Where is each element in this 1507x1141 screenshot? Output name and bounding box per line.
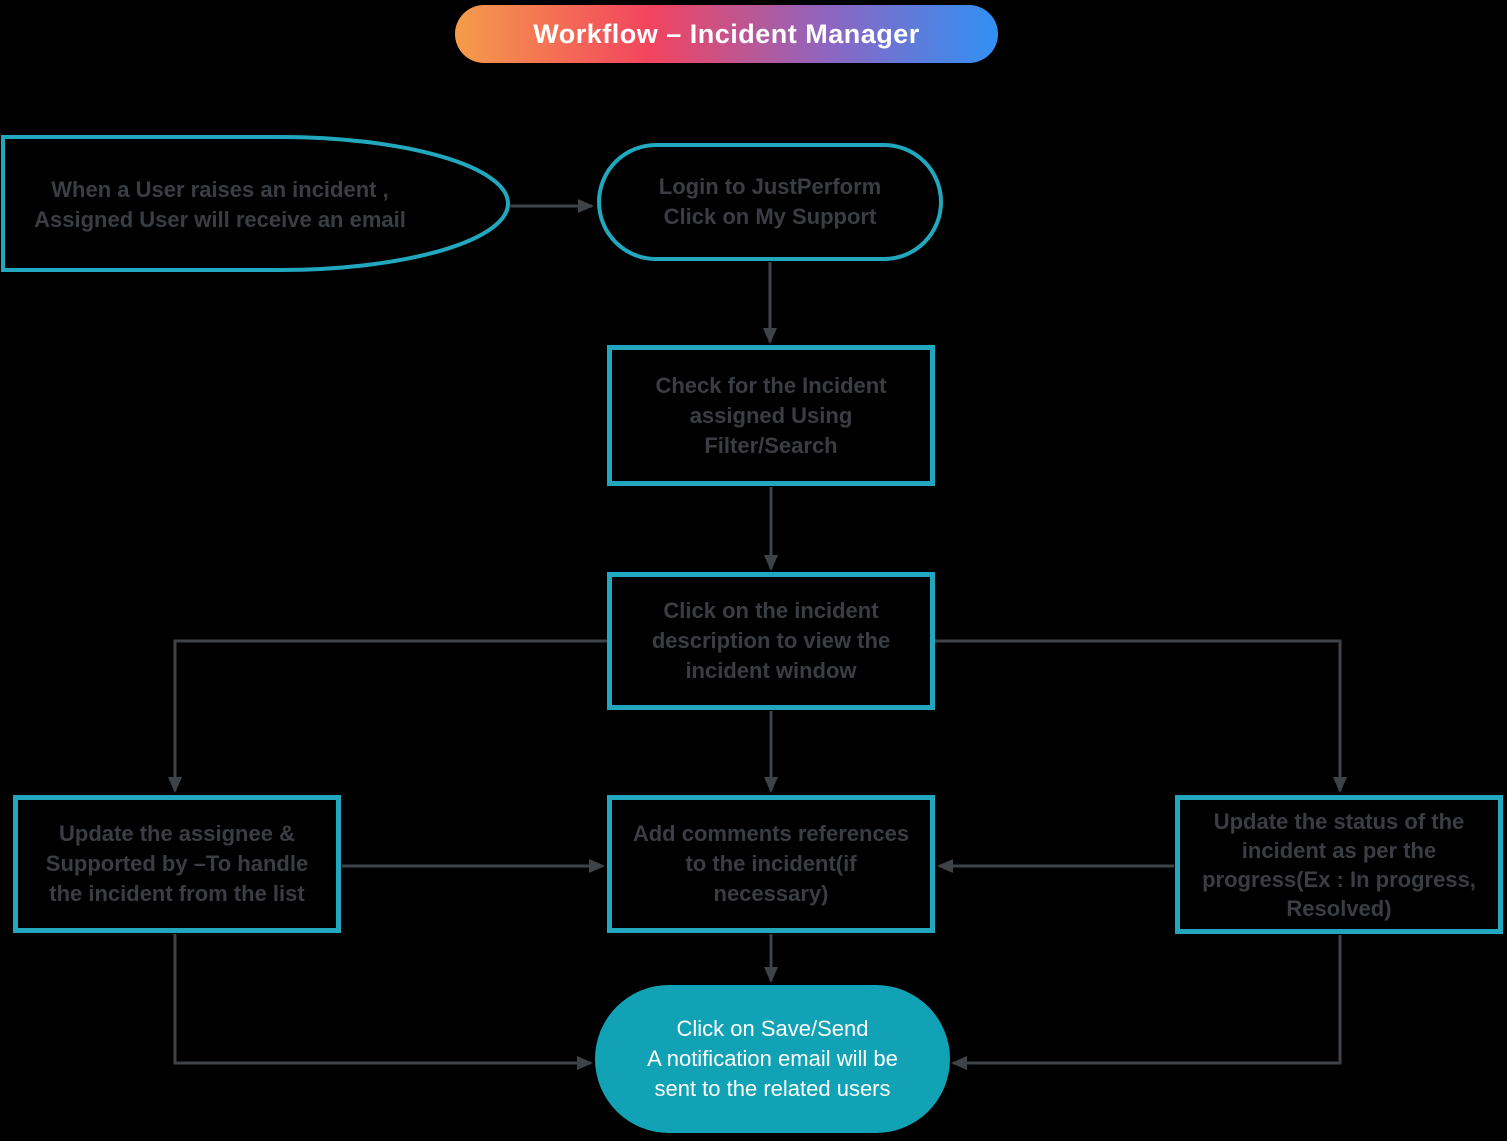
node-save-send-notification: Click on Save/Send A notification email … xyxy=(595,985,950,1133)
node-update-status: Update the status of the incident as per… xyxy=(1175,795,1503,934)
node-update-assignee: Update the assignee & Supported by –To h… xyxy=(13,795,341,933)
node-add-comments: Add comments references to the incident(… xyxy=(607,795,935,933)
node-login-justperform: Login to JustPerform Click on My Support xyxy=(597,143,943,261)
connector-assignee-to-save xyxy=(173,934,593,1070)
node-trigger-delay: When a User raises an incident , Assigne… xyxy=(34,177,406,232)
connector-view-to-status xyxy=(934,639,1347,793)
diagram-title-banner: Workflow – Incident Manager xyxy=(455,5,998,63)
node-check-incident: Check for the Incident assigned Using Fi… xyxy=(607,345,935,486)
trigger-delay-shape-outline xyxy=(1,135,510,272)
connector-status-to-save xyxy=(951,935,1342,1070)
node-view-incident-window: Click on the incident description to vie… xyxy=(607,572,935,710)
connector-view-to-assignee xyxy=(168,639,607,793)
diagram-title: Workflow – Incident Manager xyxy=(533,18,920,49)
